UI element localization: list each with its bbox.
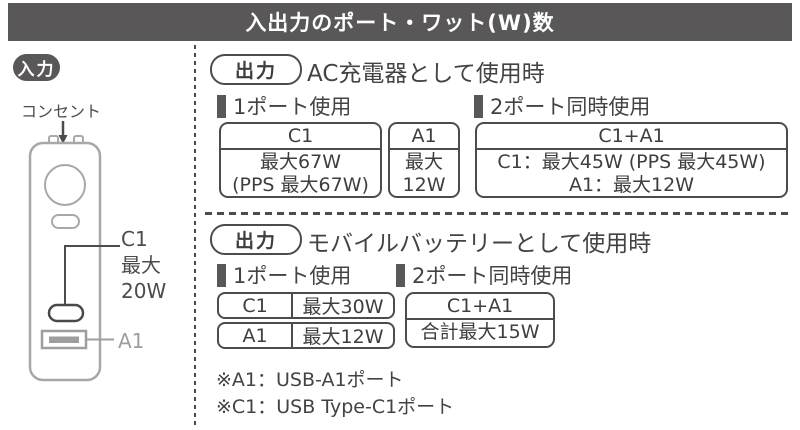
footnote-a1: ※A1：USB-A1ポート	[216, 369, 404, 391]
ac-table-c1-line2: (PPS 最大67W)	[232, 174, 369, 196]
battery-row-a1: A1 最大12W	[217, 322, 395, 349]
ac-table-c1a1-body: C1：最大45W (PPS 最大45W) A1：最大12W	[477, 150, 786, 196]
battery-table-c1a1-header: C1+A1	[407, 294, 553, 320]
section-ac-title: AC充電器として使用時	[307, 61, 545, 87]
usb-a-port-icon	[40, 329, 88, 350]
vertical-dashed-divider	[194, 45, 196, 428]
footnote-c1: ※C1：USB Type-C1ポート	[216, 396, 455, 418]
ac-table-c1: C1 最大67W (PPS 最大67W)	[219, 122, 382, 198]
battery-one-port-heading: 1ポート使用	[217, 260, 351, 290]
output-badge-battery: 出力	[210, 224, 302, 255]
battery-row-c1: C1 最大30W	[217, 292, 395, 319]
battery-table-c1a1: C1+A1 合計最大15W	[405, 292, 555, 348]
ac-table-c1a1: C1+A1 C1：最大45W (PPS 最大45W) A1：最大12W	[475, 122, 788, 198]
square-bullet-icon	[217, 263, 226, 287]
a1-port-label: A1	[118, 329, 145, 353]
ac-one-port-heading-label: 1ポート使用	[233, 95, 352, 119]
square-bullet-icon	[217, 94, 226, 118]
usb-c-port-icon	[47, 303, 85, 323]
ac-table-a1-line1: 最大	[404, 151, 443, 173]
ac-two-port-heading-label: 2ポート同時使用	[490, 95, 651, 119]
page-title-text: 入出力のポート・ワット(W)数	[245, 11, 555, 35]
ac-table-a1: A1 最大 12W	[388, 122, 460, 198]
battery-row-a1-port: A1	[219, 324, 293, 347]
outlet-label: コンセント	[21, 102, 102, 121]
ac-table-c1a1-header: C1+A1	[477, 124, 786, 150]
charger-device-illustration	[28, 121, 120, 382]
charger-indicator-detail	[51, 214, 80, 229]
charger-circle-detail	[44, 164, 86, 206]
ac-table-a1-line2: 12W	[402, 174, 446, 196]
square-bullet-icon	[396, 263, 405, 287]
horizontal-dashed-divider	[205, 212, 790, 215]
c1-port-name: C1	[121, 227, 148, 251]
ac-two-port-heading: 2ポート同時使用	[474, 91, 650, 121]
battery-row-a1-watt: 最大12W	[302, 326, 384, 348]
c1-port-watt: 20W	[121, 279, 167, 303]
battery-two-port-heading: 2ポート同時使用	[396, 260, 572, 290]
battery-one-port-heading-label: 1ポート使用	[233, 264, 352, 288]
footnotes: ※A1：USB-A1ポート ※C1：USB Type-C1ポート	[216, 367, 454, 421]
ac-table-c1a1-line2: A1：最大12W	[568, 174, 695, 196]
ac-table-c1-line1: 最大67W	[260, 151, 341, 173]
output-badge-ac: 出力	[210, 54, 302, 85]
ac-one-port-heading: 1ポート使用	[217, 91, 351, 121]
battery-table-c1a1-body: 合計最大15W	[420, 321, 540, 343]
outlet-arrow-icon	[58, 121, 68, 144]
input-badge: 入力	[13, 54, 60, 81]
battery-row-c1-watt: 最大30W	[302, 296, 384, 318]
ac-table-c1-header: C1	[221, 124, 380, 150]
c1-port-label: C1 最大 20W	[121, 226, 166, 304]
section-battery-title: モバイルバッテリーとして使用時	[307, 231, 652, 257]
ac-table-a1-header: A1	[390, 124, 458, 150]
c1-callout-line	[64, 245, 120, 304]
page-title: 入出力のポート・ワット(W)数	[8, 3, 792, 41]
battery-row-c1-port: C1	[219, 294, 293, 317]
ac-table-c1a1-line1: C1：最大45W (PPS 最大45W)	[497, 151, 766, 173]
ac-table-c1-body: 最大67W (PPS 最大67W)	[221, 150, 380, 196]
square-bullet-icon	[474, 94, 483, 118]
c1-port-max: 最大	[121, 253, 161, 277]
battery-two-port-heading-label: 2ポート同時使用	[412, 264, 573, 288]
ac-table-a1-body: 最大 12W	[390, 150, 458, 196]
